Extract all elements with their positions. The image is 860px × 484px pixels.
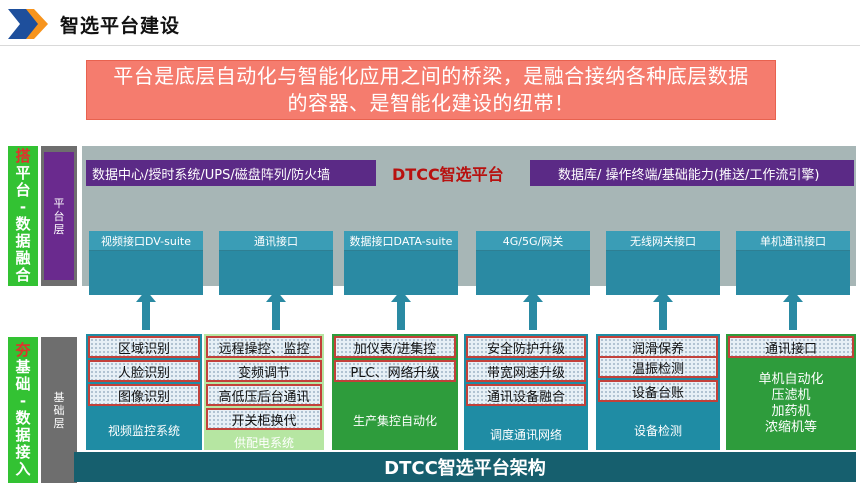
platform-title: DTCC智选平台	[392, 165, 504, 184]
platform-char: 融	[15, 249, 31, 267]
panel-label-line: 单机自动化	[758, 372, 824, 387]
capability-tag: 区域识别	[88, 336, 200, 358]
capability-bar: 数据库/ 操作终端/基础能力(推送/工作流引擎)	[530, 160, 854, 186]
base-panel-network: 安全防护升级 带宽网速升级 通讯设备融合 调度通讯网络	[464, 334, 588, 450]
up-arrow-icon	[523, 290, 543, 330]
interface-box: 4G/5G/网关	[476, 231, 590, 295]
capability-tag: 图像识别	[88, 384, 200, 406]
callout-banner: 平台是底层自动化与智能化应用之间的桥梁，是融合接纳各种底层数据 的容器、是智能化…	[86, 60, 776, 120]
interface-label: 4G/5G/网关	[476, 231, 590, 251]
capability-tag: PLC、网络升级	[334, 360, 456, 382]
platform-char: -	[19, 198, 27, 216]
capability-tag: 高低压后台通讯	[206, 384, 322, 406]
platform-layer-label: 平台层	[53, 196, 65, 236]
capability-tag: 通讯接口	[728, 336, 854, 358]
capability-bar-text: 数据库/ 操作终端/基础能力(推送/工作流引擎)	[558, 167, 820, 183]
architecture-footer-bar: DTCC智选平台架构	[74, 452, 856, 482]
up-arrow-icon	[391, 290, 411, 330]
panel-label: 视频监控系统	[107, 424, 180, 438]
up-arrow-icon	[653, 290, 673, 330]
capability-tag: 远程操控、监控	[206, 336, 322, 358]
up-arrow-icon	[783, 290, 803, 330]
panel-label-line: 压滤机	[771, 388, 811, 403]
base-char: 入	[15, 460, 31, 478]
base-char: 基	[15, 358, 31, 376]
up-arrow-icon	[136, 290, 156, 330]
platform-layer-column: 平台层	[41, 146, 77, 286]
capability-tag: 温振检测	[598, 356, 718, 378]
base-panel-standalone: 通讯接口 单机自动化 压滤机 加药机 浓缩机等	[726, 334, 856, 450]
capability-tag: 变频调节	[206, 360, 322, 382]
base-char: 接	[15, 443, 31, 461]
base-layer-column: 基础层	[41, 337, 77, 483]
interface-box: 单机通讯接口	[736, 231, 850, 295]
page-title: 智选平台建设	[60, 15, 181, 37]
panel-label: 设备检测	[633, 424, 682, 438]
interface-box: 无线网关接口	[606, 231, 720, 295]
interface-label: 视频接口DV-suite	[89, 231, 203, 251]
footer-title: DTCC智选平台架构	[384, 458, 546, 479]
interface-label: 无线网关接口	[606, 231, 720, 251]
capability-tag: 人脸识别	[88, 360, 200, 382]
base-panel-power: 远程操控、监控 变频调节 高低压后台通讯 开关柜换代 供配电系统	[204, 334, 324, 450]
infrastructure-bar: 数据中心/授时系统/UPS/磁盘阵列/防火墙	[86, 160, 376, 186]
base-char: 础	[15, 375, 31, 393]
panel-label: 调度通讯网络	[489, 428, 562, 442]
base-panel-automation: 加仪表/进集控 PLC、网络升级 生产集控自动化	[332, 334, 458, 450]
base-access-bar: 夯 基 础 - 数 据 接 入	[8, 337, 38, 483]
platform-layer-label-box: 平台层	[44, 152, 74, 280]
interface-box: 通讯接口	[219, 231, 333, 295]
platform-fusion-bar: 搭 平 台 - 数 据 融 合	[8, 146, 38, 286]
capability-tag: 设备台账	[598, 380, 718, 402]
interface-box: 视频接口DV-suite	[89, 231, 203, 295]
chevron-logo-icon	[8, 9, 48, 39]
title-divider	[0, 45, 860, 46]
platform-char: 台	[15, 181, 31, 199]
capability-tag: 带宽网速升级	[466, 360, 586, 382]
platform-lead-char: 搭	[15, 147, 31, 165]
interface-label: 数据接口DATA-suite	[344, 231, 458, 251]
platform-char: 平	[15, 164, 31, 182]
capability-tag: 开关柜换代	[206, 408, 322, 430]
platform-char: 合	[15, 266, 31, 284]
capability-tag: 加仪表/进集控	[334, 336, 456, 358]
platform-char: 数	[15, 215, 31, 233]
panel-label: 生产集控自动化	[352, 414, 437, 428]
panel-label-line: 加药机	[771, 404, 811, 419]
interface-box: 数据接口DATA-suite	[344, 231, 458, 295]
interface-label: 单机通讯接口	[736, 231, 850, 251]
callout-line-2: 的容器、是智能化建设的纽带！	[287, 91, 575, 115]
panel-label-stack: 单机自动化 压滤机 加药机 浓缩机等	[726, 372, 856, 436]
base-lead-char: 夯	[15, 341, 31, 359]
panel-label-line: 浓缩机等	[764, 420, 817, 435]
panel-label: 供配电系统	[233, 436, 294, 450]
infrastructure-bar-text: 数据中心/授时系统/UPS/磁盘阵列/防火墙	[92, 167, 331, 183]
capability-tag: 安全防护升级	[466, 336, 586, 358]
platform-char: 据	[15, 232, 31, 250]
base-panel-video: 区域识别 人脸识别 图像识别 视频监控系统	[86, 334, 202, 450]
capability-tag: 润滑保养	[598, 336, 718, 358]
base-layer-label: 基础层	[53, 390, 65, 430]
up-arrow-icon	[266, 290, 286, 330]
callout-line-1: 平台是底层自动化与智能化应用之间的桥梁，是融合接纳各种底层数据	[113, 64, 749, 88]
interface-label: 通讯接口	[219, 231, 333, 251]
base-char: 数	[15, 409, 31, 427]
base-panel-equipment: 润滑保养 温振检测 设备台账 设备检测	[596, 334, 720, 450]
base-char: -	[19, 392, 27, 410]
base-char: 据	[15, 426, 31, 444]
capability-tag: 通讯设备融合	[466, 384, 586, 406]
